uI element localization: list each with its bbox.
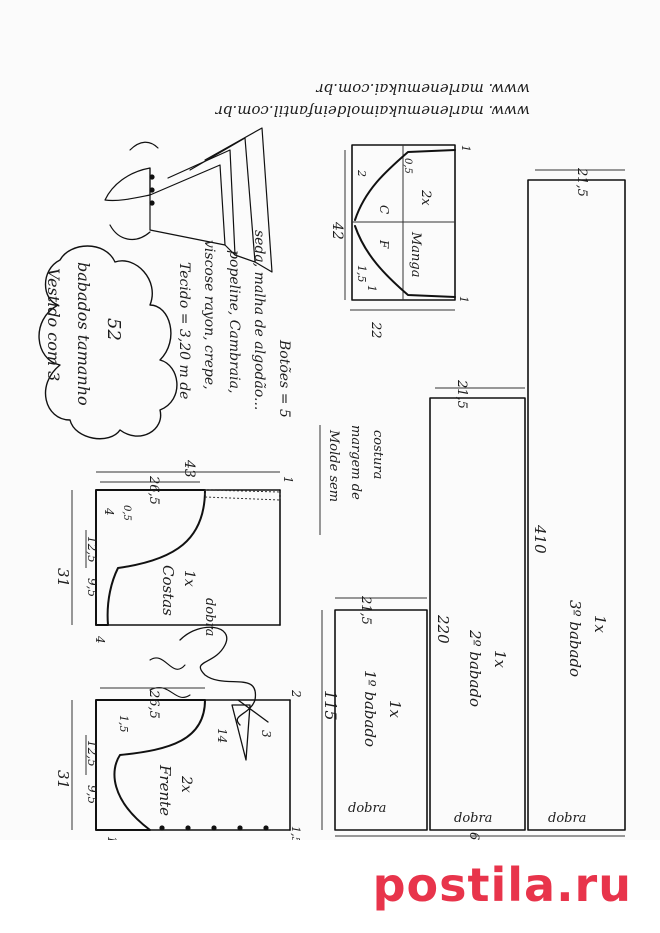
back-bodice-pattern: 43 26,5 1 4 0,5 12,5 9,5 31 4 Costas 1x … (54, 459, 295, 644)
front-bodice-neckline (95, 699, 206, 831)
ruffle-1-qty: 1x (386, 700, 404, 719)
ruffle-2-length: 220 (434, 614, 452, 644)
url-line-1: www. marlenemukaimoldeinfantil.com.br (215, 102, 530, 120)
ruffle-3-fold: dobra (548, 811, 586, 826)
ruffle-1-width: 21,5 (358, 595, 373, 625)
ruffle-3-length: 410 (531, 524, 549, 554)
sewing-pattern-drawing: www. marlenemukaimoldeinfantil.com.br ww… (38, 80, 626, 840)
front-bodice-pattern: 26,5 1,5 12,5 9,5 31 14 3 2 13 46 1,5 Fr… (54, 687, 303, 840)
title-line-1: Vestido com 3 (44, 268, 63, 381)
back-fold: dobra (202, 598, 217, 636)
back-dim-4b: 4 (93, 635, 107, 644)
materials-text: Tecido = 3,20 m de viscose rayon, crepe,… (176, 230, 292, 418)
ruffle-3-width: 21,5 (574, 167, 589, 197)
ruffle-patterns: 115 21,5 1º babado 1x dobra 21,5 220 2º … (321, 167, 626, 840)
sleeve-dim-15: 1,5 (355, 265, 368, 283)
button-mark (263, 825, 269, 831)
ruffle-2-width: 21,5 (454, 379, 469, 409)
front-dim-3: 3 (259, 730, 273, 738)
note-line-2: margem de (348, 425, 363, 500)
ruffle-2-qty: 1x (491, 650, 509, 669)
sleeve-pattern: 2x C F Manga 42 22 2 0,5 1,5 1 1 1 (329, 144, 472, 339)
back-dim-05: 0,5 (121, 505, 132, 521)
sleeve-dim-2: 2 (355, 169, 368, 177)
button-mark (185, 825, 191, 831)
back-bodice-neckline (95, 489, 206, 626)
front-dim-15: 1,5 (117, 715, 130, 733)
ruffle-3-outline (527, 179, 626, 831)
materials-line-5: Botões = 5 (276, 339, 292, 418)
seam-note: Molde sem margem de costura (319, 425, 385, 535)
url-line-2: www. marlenemukai.com.br (316, 80, 530, 98)
sleeve-cap-curve-front (354, 225, 456, 298)
back-dim-43: 43 (181, 459, 197, 478)
front-dim-265: 26,5 (146, 689, 161, 719)
front-dim-31: 31 (54, 770, 72, 789)
ruffle-1-outline (334, 609, 428, 831)
back-qty: 1x (181, 570, 197, 587)
materials-line-1: Tecido = 3,20 m de (176, 262, 192, 399)
ruffle-3-qty: 1x (591, 615, 609, 634)
front-dim-95: 9,5 (85, 785, 99, 804)
back-dim-31: 31 (54, 568, 72, 587)
front-dim-2: 2 (289, 689, 303, 698)
ruffle-1-fold: dobra (348, 801, 386, 816)
materials-line-4: seda, malha de algodão... (251, 230, 267, 410)
sleeve-dim-05: 0,5 (402, 158, 413, 174)
front-dim-15b: 1,5 (289, 826, 302, 840)
sleeve-dim-1b: 1 (459, 145, 472, 152)
footer-watermark: postila.ru (0, 840, 660, 933)
ruffle-1-label: 1º babado (361, 670, 379, 747)
sleeve-dim-1c: 1 (457, 296, 470, 303)
button-mark (237, 825, 243, 831)
front-dim-14: 14 (215, 728, 229, 743)
title-cloud: Vestido com 3 babados tamanho 52 (38, 245, 178, 440)
sleeve-dim-bottom: 22 (368, 321, 383, 339)
button-mark (211, 825, 217, 831)
note-line-3: costura (370, 430, 385, 479)
sleeve-dim-1: 1 (365, 285, 378, 292)
url-block: www. marlenemukaimoldeinfantil.com.br ww… (215, 80, 530, 120)
materials-line-2: viscose rayon, crepe, (201, 240, 217, 390)
brand-watermark: postila.ru (372, 858, 632, 912)
back-label: Costas (159, 565, 177, 616)
ruffle-1-length: 115 (321, 690, 340, 721)
ruffle-2-outline (429, 397, 526, 831)
sleeve-back-mark: C (377, 205, 391, 214)
back-dim-4: 4 (102, 507, 116, 516)
front-label: Frente (156, 764, 174, 816)
front-dart (231, 704, 251, 761)
back-dim-1: 1 (281, 476, 295, 484)
back-dim-125: 12,5 (85, 536, 99, 563)
sleeve-cap-curve-back (354, 149, 456, 221)
button-mark (159, 825, 165, 831)
ruffle-3-label: 3º babado (566, 600, 584, 677)
back-dim-95: 9,5 (85, 578, 99, 597)
sleeve-front-mark: F (377, 239, 391, 249)
ruffle-2-label: 2º babado (466, 629, 484, 707)
materials-line-3: popeline, Cambraia, (226, 250, 242, 393)
sleeve-dim-top: 42 (329, 221, 345, 240)
back-dim-265: 26,5 (146, 475, 161, 505)
front-dim-125: 12,5 (85, 740, 99, 767)
sleeve-qty: 2x (418, 189, 433, 206)
signature (149, 626, 257, 726)
dress-sketch-icon (104, 127, 273, 273)
title-line-2: babados tamanho (74, 262, 93, 406)
ruffles-bottom-dim: 64,5 (466, 832, 481, 840)
front-qty: 2x (178, 775, 194, 793)
title-line-3: 52 (103, 318, 124, 341)
ruffle-2-fold: dobra (454, 811, 492, 826)
front-dim-13: 13 (105, 836, 119, 840)
note-line-1: Molde sem (326, 429, 341, 502)
sleeve-label: Manga (408, 231, 423, 278)
